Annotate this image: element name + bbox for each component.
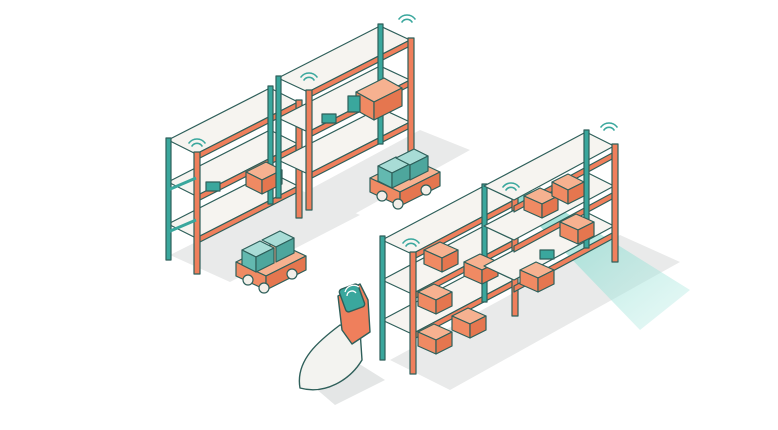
shelf-unit-left-front — [165, 85, 303, 275]
wifi-signal-icon — [402, 122, 618, 247]
barcode-label-icon — [321, 113, 337, 124]
delivery-robot — [369, 148, 441, 210]
shelf-unit-left-back — [275, 23, 415, 211]
delivery-robot — [235, 230, 307, 294]
shelf-unit-right-back — [483, 129, 619, 293]
handheld-scanner-icon — [298, 283, 371, 391]
barcode-label-icon — [539, 249, 555, 260]
barcode-label-icon — [205, 181, 221, 192]
robot-arm-icon — [347, 77, 403, 121]
rfid-tag-icon — [519, 173, 595, 293]
rfid-tag-icon — [417, 241, 499, 355]
wifi-signal-icon — [188, 14, 416, 147]
